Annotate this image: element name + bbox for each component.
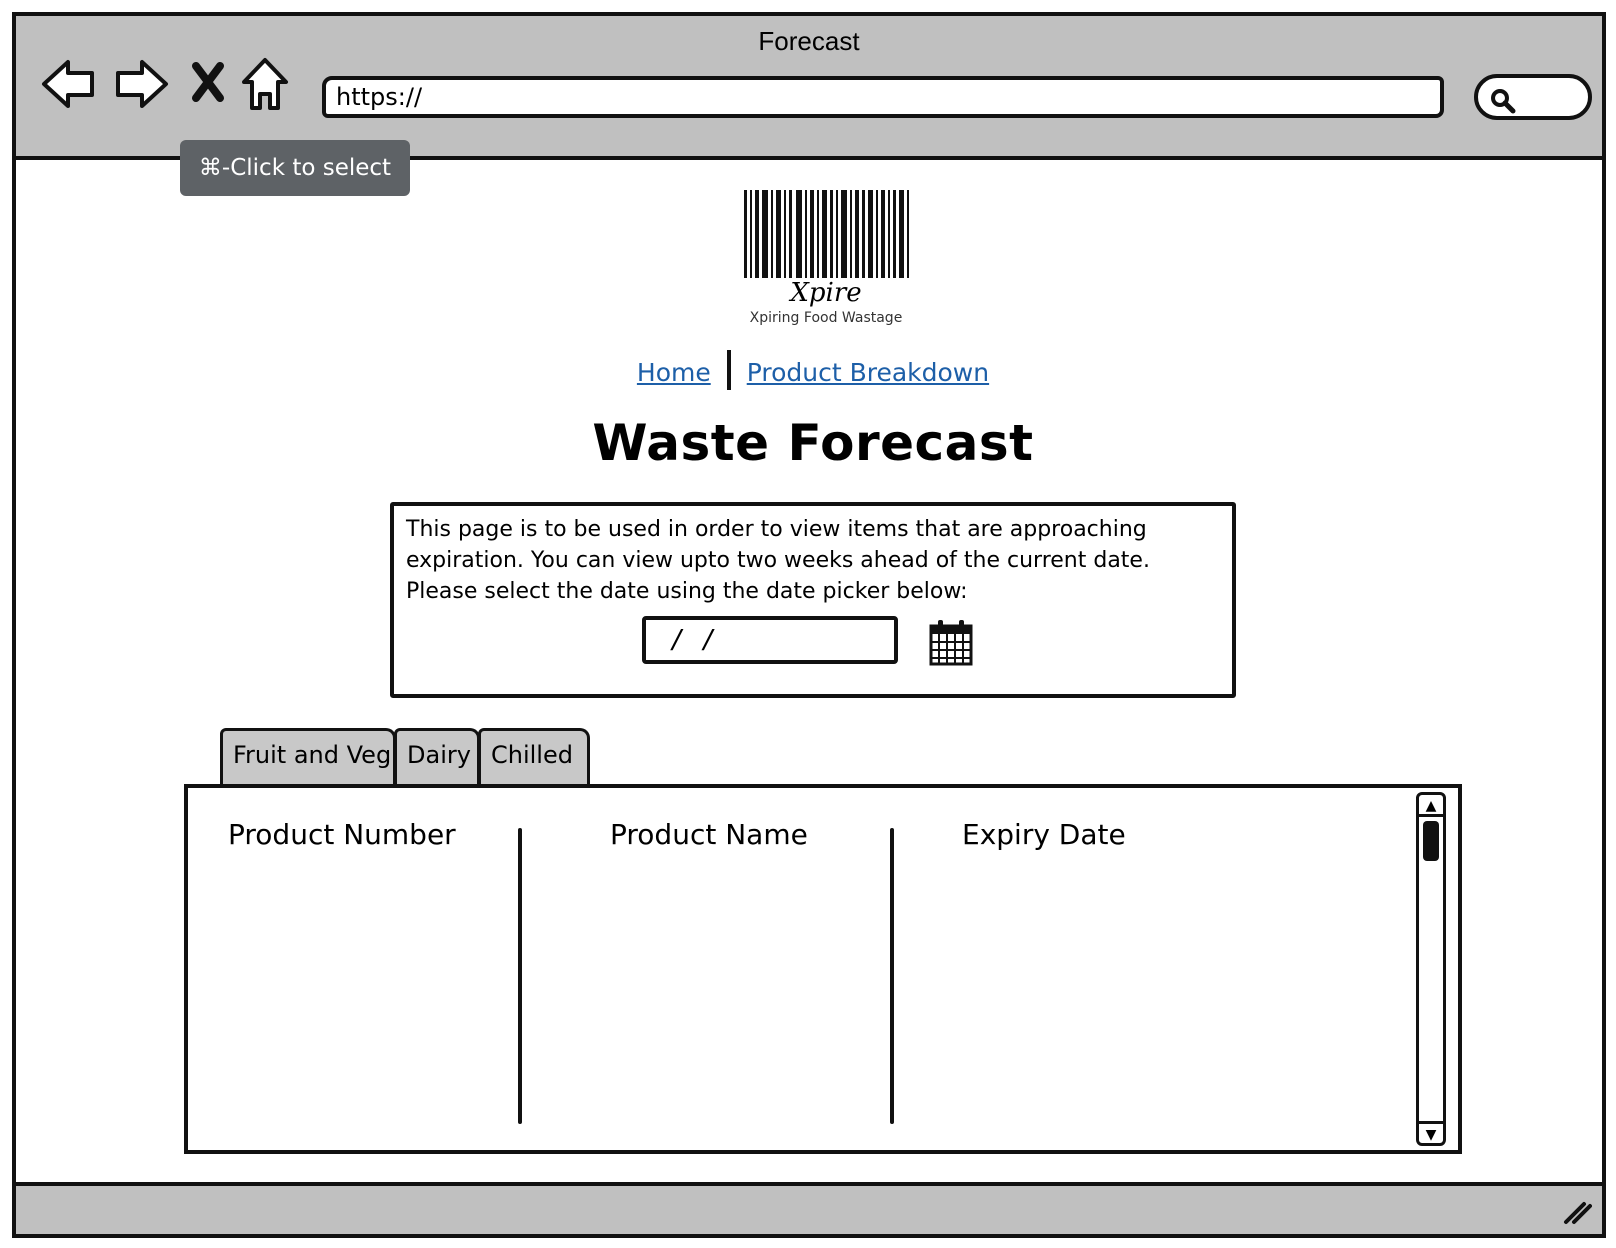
column-header-product-number: Product Number [228,818,456,851]
window-title: Forecast [758,26,860,56]
tooltip: ⌘-Click to select [180,140,410,196]
browser-toolbar: Forecast https:// [16,16,1602,160]
back-arrow-icon [42,60,94,108]
resize-grip-icon[interactable] [1562,1198,1592,1226]
url-input[interactable]: https:// [322,76,1444,118]
nav-link-home[interactable]: Home [636,358,711,387]
info-text-line-2: expiration. You can view upto two weeks … [406,548,1150,573]
home-icon [242,58,288,110]
barcode-icon [744,190,909,278]
forecast-table: Product Number Product Name Expiry Date … [184,784,1462,1154]
home-button[interactable] [240,56,290,112]
nav-divider [726,350,731,390]
status-bar [16,1182,1602,1234]
table-scrollbar[interactable]: ▲ ▼ [1416,792,1446,1146]
tab-fruit-and-veg[interactable]: Fruit and Veg [220,728,396,784]
info-text-line-3: Please select the date using the date pi… [406,579,968,604]
info-text-line-1: This page is to be used in order to view… [406,517,1147,542]
column-header-product-name: Product Name [610,818,808,851]
column-divider [890,828,894,1124]
forward-button[interactable] [112,56,170,112]
tab-chilled[interactable]: Chilled [478,728,590,784]
calendar-icon [929,620,973,666]
scroll-thumb[interactable] [1423,821,1439,861]
stop-button[interactable] [190,62,226,102]
search-icon [1491,89,1516,114]
date-picker-button[interactable] [928,618,974,672]
browser-window: Forecast https:// [12,12,1606,1238]
scroll-up-arrow-icon[interactable]: ▲ [1419,795,1443,817]
page-nav: Home Product Breakdown [16,350,1610,394]
nav-link-product-breakdown[interactable]: Product Breakdown [746,358,990,387]
xpire-logo: Xpire Xpiring Food Wastage [716,182,936,332]
date-selection-panel: This page is to be used in order to view… [390,502,1236,698]
page-title: Waste Forecast [592,414,1034,472]
tab-dairy[interactable]: Dairy [394,728,480,784]
forward-arrow-icon [116,60,168,108]
logo-name: Xpire [790,278,862,308]
column-header-expiry-date: Expiry Date [962,818,1126,851]
scroll-down-arrow-icon[interactable]: ▼ [1419,1121,1443,1143]
stop-icon [192,62,224,102]
back-button[interactable] [40,56,98,112]
browser-search-field[interactable] [1474,74,1592,120]
logo-tagline: Xpiring Food Wastage [749,310,903,326]
column-divider [518,828,522,1124]
date-input[interactable]: / / [642,616,898,664]
